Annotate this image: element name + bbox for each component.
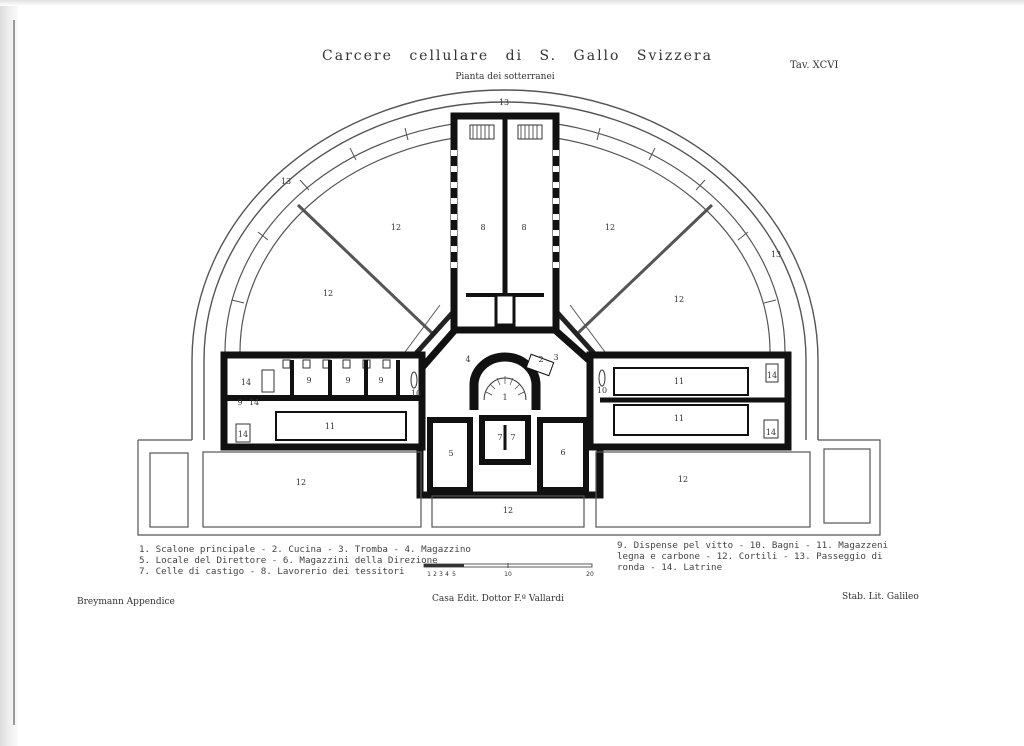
room-label: 8 (480, 223, 485, 232)
room-label: 12 (323, 289, 333, 298)
room-label: 14 (766, 428, 776, 437)
room-label: 14 (249, 398, 259, 407)
north-wing (450, 112, 560, 336)
room-label: 10 (597, 386, 607, 395)
room-label: 7 (497, 433, 502, 442)
room-label: 11 (674, 414, 684, 423)
room-labels: 13 13 13 12 12 12 12 12 12 12 8 8 9 9 9 … (237, 98, 781, 515)
patrol-walk-walls (191, 89, 819, 440)
margin-rule (13, 20, 15, 725)
plate-number: Tav. XCVI (790, 60, 839, 71)
room-label: 7 (510, 433, 515, 442)
diagonal-corridor-outlines (404, 304, 606, 353)
room-label: 9 (345, 376, 350, 385)
plate-title: Carcere cellulare di S. Gallo Svizzera (322, 48, 713, 64)
footer-credit-left: Breymann Appendice (77, 597, 175, 607)
room-label: 5 (448, 449, 453, 458)
plan-subtitle: Pianta dei sotterranei (455, 72, 555, 82)
footer-credit-center: Casa Edit. Dottor F.º Vallardi (432, 594, 564, 604)
scale-labels: 1 2 3 4 5 10 20 (427, 571, 594, 578)
room-label: 2 (538, 355, 543, 364)
scale-label: 1 (427, 571, 431, 578)
legend-right: 9. Dispense pel vitto - 10. Bagni - 11. … (617, 540, 888, 573)
room-label: 8 (521, 223, 526, 232)
room-label: 13 (281, 177, 291, 186)
room-label: 12 (503, 506, 513, 515)
room-label: 12 (391, 223, 401, 232)
room-label: 9 (378, 376, 383, 385)
central-hub (416, 326, 604, 499)
top-shadow (0, 0, 1024, 6)
lower-courtyards (137, 439, 881, 536)
legend-left: 1. Scalone principale - 2. Cucina - 3. T… (139, 544, 471, 577)
scale-label: 3 (439, 571, 443, 578)
legend-line: 9. Dispense pel vitto - 10. Bagni - 11. … (617, 540, 889, 551)
room-label: 6 (560, 448, 565, 457)
room-label: 12 (605, 223, 615, 232)
room-label: 9 (237, 398, 242, 407)
scale-label: 10 (504, 571, 512, 578)
room-label: 4 (465, 355, 470, 364)
room-label: 11 (325, 422, 335, 431)
scale-label: 4 (445, 571, 449, 578)
scale-bar (423, 563, 593, 568)
room-label: 14 (241, 378, 251, 387)
room-label: 14 (767, 371, 777, 380)
west-wing (220, 351, 426, 451)
courtyard-radial-walls (296, 203, 714, 335)
room-label: 13 (499, 98, 509, 107)
legend-line: 1. Scalone principale - 2. Cucina - 3. T… (139, 544, 471, 555)
room-label: 13 (771, 250, 781, 259)
room-label: 12 (678, 475, 688, 484)
legend-line: 7. Celle di castigo - 8. Lavorerio dei t… (139, 566, 405, 577)
room-label: 12 (296, 478, 306, 487)
room-label: 14 (238, 430, 248, 439)
east-wing (586, 351, 792, 451)
room-label: 12 (674, 295, 684, 304)
room-label: 11 (674, 377, 684, 386)
scale-label: 20 (586, 571, 594, 578)
legend-line: 5. Locale del Direttore - 6. Magazzini d… (139, 555, 438, 566)
arc-buttresses (231, 127, 777, 304)
room-label: 1 (502, 393, 507, 402)
scale-label: 2 (433, 571, 437, 578)
scale-label: 5 (452, 571, 456, 578)
footer-credit-right: Stab. Lit. Galileo (842, 592, 919, 602)
room-label: 10 (411, 389, 421, 398)
legend-line: ronda - 14. Latrine (617, 562, 723, 573)
room-label: 9 (306, 376, 311, 385)
room-label: 3 (553, 353, 558, 362)
legend-line: legna e carbone - 12. Cortili - 13. Pass… (617, 551, 883, 562)
